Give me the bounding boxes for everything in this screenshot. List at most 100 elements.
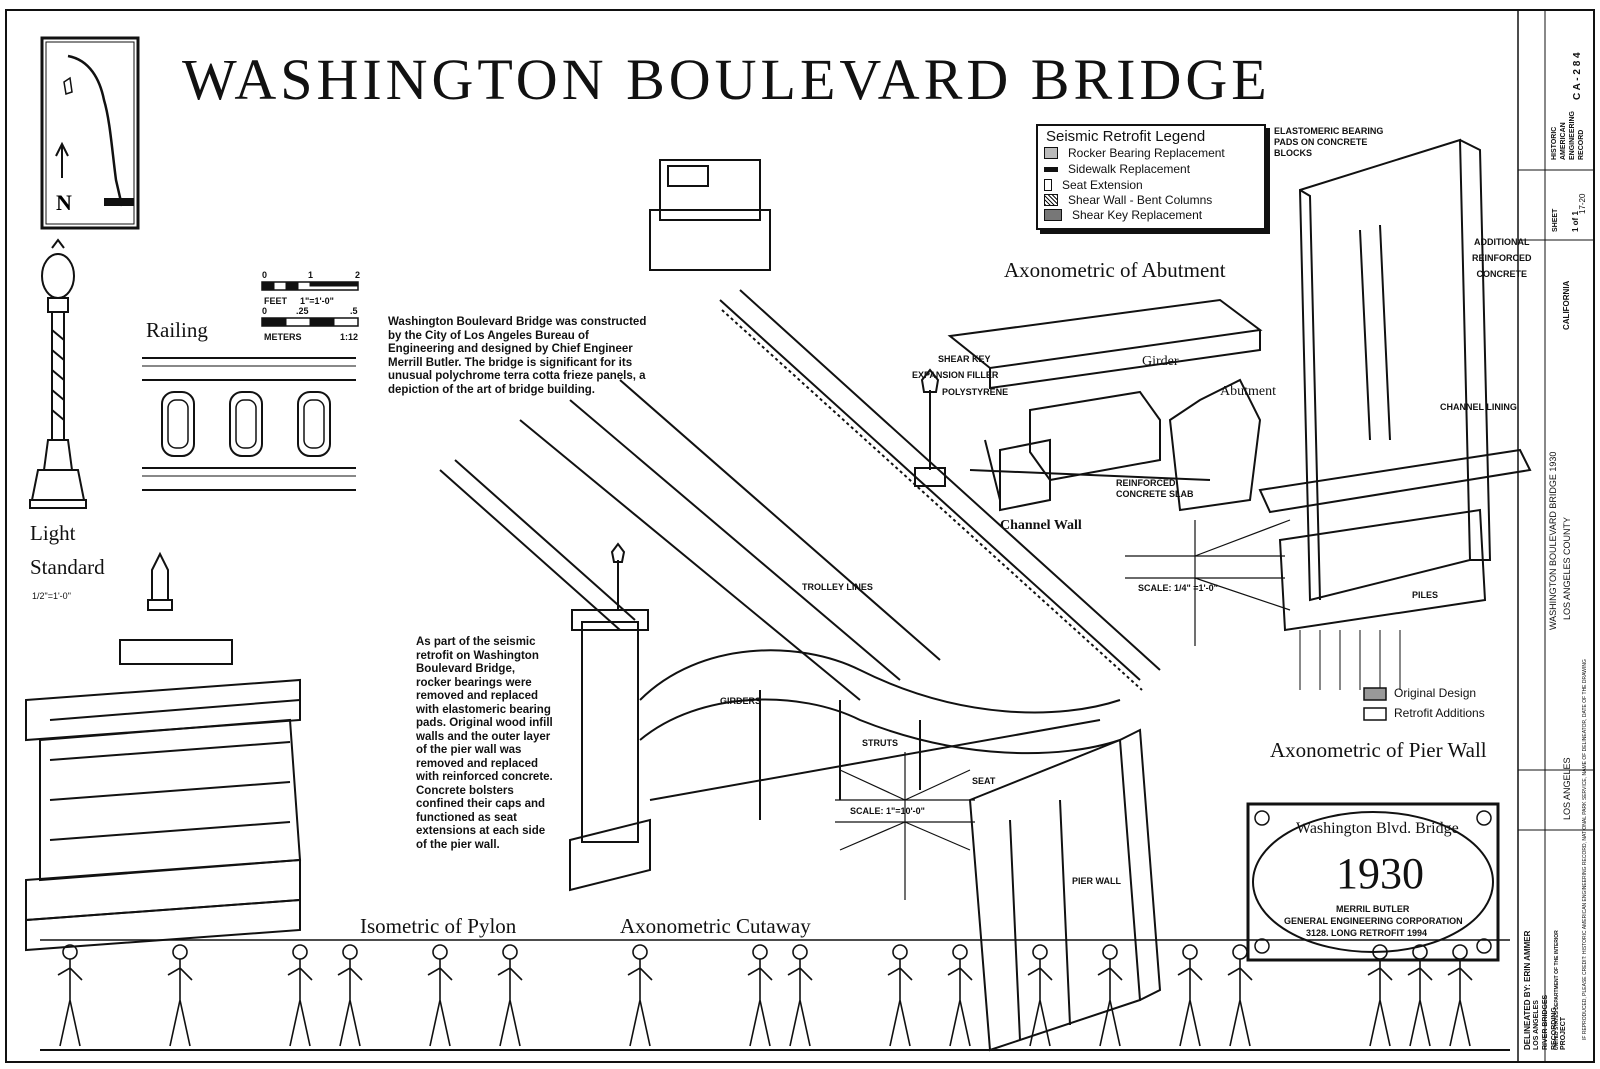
frieze-worker-figure <box>947 944 973 1047</box>
frieze-worker-figure <box>167 944 193 1047</box>
callout-shear-key: SHEAR KEY <box>938 354 991 364</box>
bridge-description: Washington Boulevard Bridge was construc… <box>388 316 647 396</box>
legend-item-label: Shear Key Replacement <box>1072 208 1203 222</box>
callout-piles: PILES <box>1412 590 1439 600</box>
plaque-line-2: GENERAL ENGINEERING CORPORATION <box>1284 916 1463 926</box>
frieze-worker-figure <box>1367 944 1393 1047</box>
isometric-pylon-label: Isometric of Pylon <box>360 914 517 938</box>
cutaway-scale-note: SCALE: 1"=10'-0" <box>850 806 925 816</box>
callout-additional-concrete: ADDITIONAL REINFORCED CONCRETE <box>1472 237 1532 279</box>
pylon-drawing <box>25 551 302 952</box>
abutment-drawing <box>947 298 1263 512</box>
frieze-worker-figure <box>787 944 813 1047</box>
shear-wall-swatch <box>1044 194 1058 206</box>
title-block-sheet-of: 1 of 1 <box>1571 211 1580 232</box>
angle-diagrams <box>835 519 1291 900</box>
title-block-number: C A - 2 8 4 <box>1572 52 1583 100</box>
svg-text:N: N <box>56 190 72 215</box>
sheet-border <box>5 9 1595 1063</box>
legend-item-label: Seat Extension <box>1062 178 1143 192</box>
design-legend-original: Original Design <box>1394 686 1477 700</box>
legend-item-label: Shear Wall - Bent Columns <box>1068 193 1213 207</box>
callout-polystyrene: POLYSTYRENE <box>942 387 1009 397</box>
title-block-sheet: SHEET <box>1552 208 1559 232</box>
title-block-record: HISTORIC AMERICAN ENGINEERING RECORD <box>1551 110 1585 160</box>
legend-item-label: Sidewalk Replacement <box>1068 162 1191 176</box>
legend-item: Shear Wall - Bent Columns <box>1044 193 1212 207</box>
title-block-credit: IF REPRODUCED, PLEASE CREDIT: HISTORIC A… <box>1582 659 1588 1040</box>
callout-trolley-lines: TROLLEY LINES <box>802 582 873 592</box>
frieze-band <box>40 939 1510 1051</box>
design-legend-retrofit: Retrofit Additions <box>1394 706 1485 720</box>
frieze-worker-figure <box>337 944 363 1047</box>
plaque-year: 1930 <box>1336 849 1424 898</box>
title-block-bridge: WASHINGTON BOULEVARD BRIDGE 1930 <box>1548 451 1558 630</box>
legend-item-label: Rocker Bearing Replacement <box>1068 146 1225 160</box>
railing-label: Railing <box>146 318 208 342</box>
frieze-worker-figure <box>747 944 773 1047</box>
frieze-worker-figure <box>497 944 523 1047</box>
meters-label: METERS <box>264 332 302 342</box>
axonometric-abutment-label: Axonometric of Abutment <box>1004 258 1226 282</box>
callout-abutment: Abutment <box>1220 384 1276 399</box>
callout-struts: STRUTS <box>862 738 898 748</box>
light-standard-drawing <box>29 238 87 509</box>
axonometric-cutaway-label: Axonometric Cutaway <box>620 914 811 938</box>
retrofit-description: As part of the seismic retrofit on Washi… <box>416 636 553 851</box>
frieze-worker-figure <box>1407 944 1433 1047</box>
railing-drawing <box>142 357 356 491</box>
title-block-nps: UNITED STATES DEPARTMENT OF THE INTERIOR <box>1554 930 1560 1050</box>
frieze-worker-figure <box>287 944 313 1047</box>
feet-label: FEET <box>264 296 288 306</box>
light-standard-label: Light Standard <box>30 521 105 579</box>
shear-key-swatch <box>1044 209 1062 221</box>
seismic-retrofit-legend: Seismic Retrofit Legend Rocker Bearing R… <box>1036 124 1266 230</box>
scale-bar <box>261 281 359 327</box>
title-block-city: LOS ANGELES <box>1562 757 1572 820</box>
legend-item: Seat Extension <box>1044 178 1143 192</box>
callout-expansion-filler: EXPANSION FILLER <box>912 370 999 380</box>
frieze-worker-figure <box>57 944 83 1047</box>
title-block-sheet-number: 17-20 <box>1578 193 1587 214</box>
feet-tick-1: 1 <box>308 270 314 280</box>
feet-tick-0: 0 <box>262 270 268 280</box>
light-standard-scale: 1/2"=1'-0" <box>32 591 71 601</box>
frieze-worker-figure <box>1227 944 1253 1047</box>
pier-wall-drawing <box>1258 138 1532 690</box>
frieze-worker-figure <box>427 944 453 1047</box>
location-map: N <box>40 36 140 230</box>
meters-tick-1: .25 <box>296 306 309 316</box>
design-legend-swatches <box>1363 687 1387 721</box>
meters-tick-0: 0 <box>262 306 268 316</box>
callout-elastomeric-pads: ELASTOMERIC BEARING PADS ON CONCRETE BLO… <box>1274 126 1384 158</box>
title-block-state: CALIFORNIA <box>1562 280 1571 330</box>
legend-item: Sidewalk Replacement <box>1044 162 1190 176</box>
callout-channel-lining: CHANNEL LINING <box>1440 402 1517 412</box>
frieze-worker-figure <box>1097 944 1123 1047</box>
meters-scale: 1:12 <box>340 332 359 342</box>
bridge-cutaway-drawing <box>439 159 1162 1052</box>
callout-girders: GIRDERS <box>720 696 762 706</box>
frieze-figures <box>57 944 1473 1047</box>
plaque-line-3: 3128. LONG RETROFIT 1994 <box>1306 928 1428 938</box>
legend-item: Shear Key Replacement <box>1044 208 1202 222</box>
plaque-line-1: MERRIL BUTLER <box>1336 904 1410 914</box>
frieze-worker-figure <box>887 944 913 1047</box>
callout-seat: SEAT <box>972 776 996 786</box>
seat-extension-swatch <box>1044 179 1052 191</box>
frieze-worker-figure <box>1177 944 1203 1047</box>
frieze-worker-figure <box>627 944 653 1047</box>
title-block-county: LOS ANGELES COUNTY <box>1562 516 1572 620</box>
abutment-scale-note: SCALE: 1/4" =1'-0" <box>1138 583 1218 593</box>
legend-item: Rocker Bearing Replacement <box>1044 146 1225 160</box>
legend-title: Seismic Retrofit Legend <box>1046 128 1206 145</box>
plaque-name: Washington Blvd. Bridge <box>1296 820 1459 837</box>
feet-tick-2: 2 <box>355 270 361 280</box>
sidewalk-swatch <box>1044 166 1058 172</box>
callout-reinforced-slab: REINFORCED CONCRETE SLAB <box>1116 478 1194 499</box>
callout-girder: Girder <box>1142 354 1179 369</box>
meters-tick-2: .5 <box>350 306 358 316</box>
axonometric-pier-wall-label: Axonometric of Pier Wall <box>1270 738 1487 762</box>
frieze-worker-figure <box>1447 944 1473 1047</box>
